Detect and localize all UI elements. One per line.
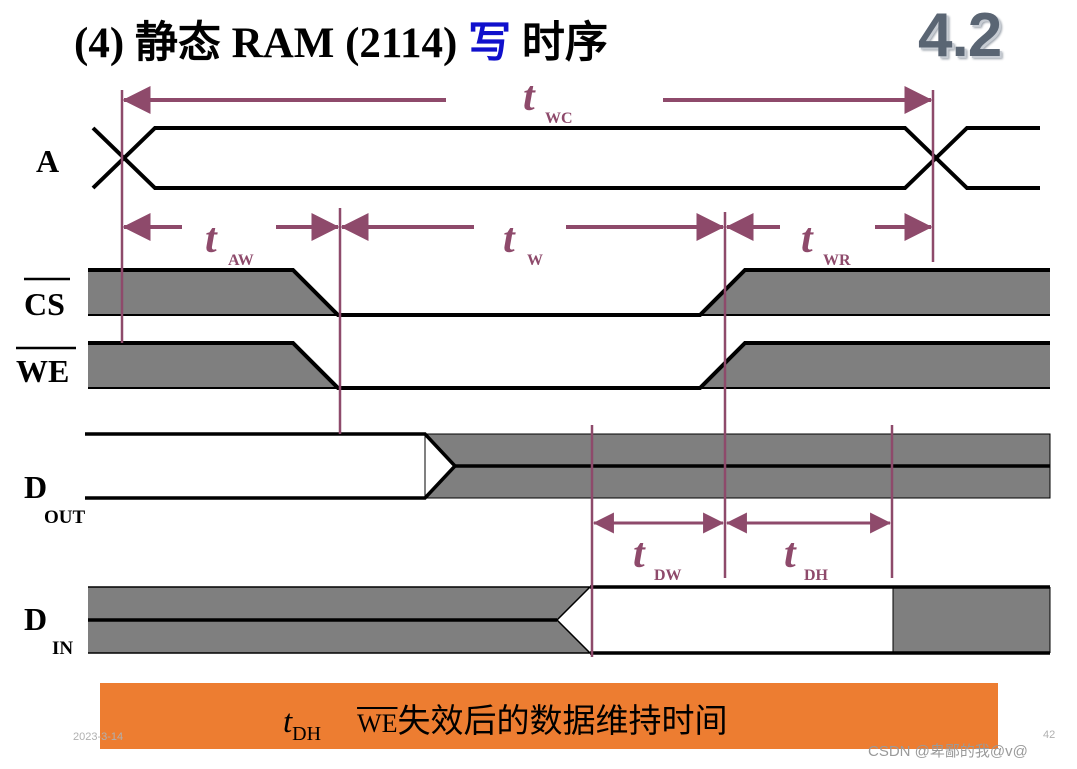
timing-label-taw: t <box>205 216 218 262</box>
banner-symbol: t <box>283 704 293 740</box>
banner-symbol-sub: DH <box>292 723 322 745</box>
timing-label-taw-sub: AW <box>228 252 254 269</box>
timing-label-twr: t <box>801 216 814 262</box>
title-suffix: 时序 <box>511 20 608 67</box>
signal-din-waveform <box>88 585 1051 655</box>
title-text: (4) 静态 RAM (2114) <box>74 20 469 67</box>
signal-label-din-sub: IN <box>52 638 73 659</box>
timing-label-tdh: t <box>784 531 797 577</box>
banner-description: 失效后的数据维持时间 <box>397 704 728 740</box>
timing-label-tdh-sub: DH <box>804 567 829 584</box>
banner-signal: WE <box>357 709 398 738</box>
signal-label-a: A <box>36 143 59 179</box>
timing-reference-lines <box>120 90 935 657</box>
signal-label-din: D <box>24 601 47 637</box>
timing-arrows <box>122 86 933 534</box>
page-number: 42 <box>1043 729 1056 741</box>
timing-label-twr-sub: WR <box>823 252 851 269</box>
timing-label-twc: t <box>523 74 536 120</box>
banner-text: tDH WE失效后的数据维持时间 <box>283 694 727 746</box>
slide-number-badge: 4.2 <box>918 1 1002 70</box>
definition-banner <box>100 683 998 749</box>
signal-label-dout: D <box>24 469 47 505</box>
timing-label-tw-sub: W <box>527 252 543 269</box>
signal-label-cs: CS <box>24 286 65 322</box>
signal-label-dout-sub: OUT <box>44 507 86 528</box>
watermark: CSDN @卑鄙的我@v@ <box>868 743 1028 760</box>
timing-label-tdw-sub: DW <box>654 567 682 584</box>
signal-cs-waveform <box>88 268 1050 317</box>
timing-label-tw: t <box>503 216 516 262</box>
timing-label-tdw: t <box>633 531 646 577</box>
date-label: 2023-3-14 <box>73 731 124 743</box>
timing-label-twc-sub: WC <box>545 110 573 127</box>
signal-we-waveform <box>88 341 1050 390</box>
signal-a-waveform <box>91 126 1040 190</box>
signal-label-we: WE <box>16 353 69 389</box>
title-highlight: 写 <box>468 20 512 67</box>
signal-dout-waveform <box>85 432 1051 500</box>
slide-title: (4) 静态 RAM (2114) 写 时序 <box>74 8 608 70</box>
